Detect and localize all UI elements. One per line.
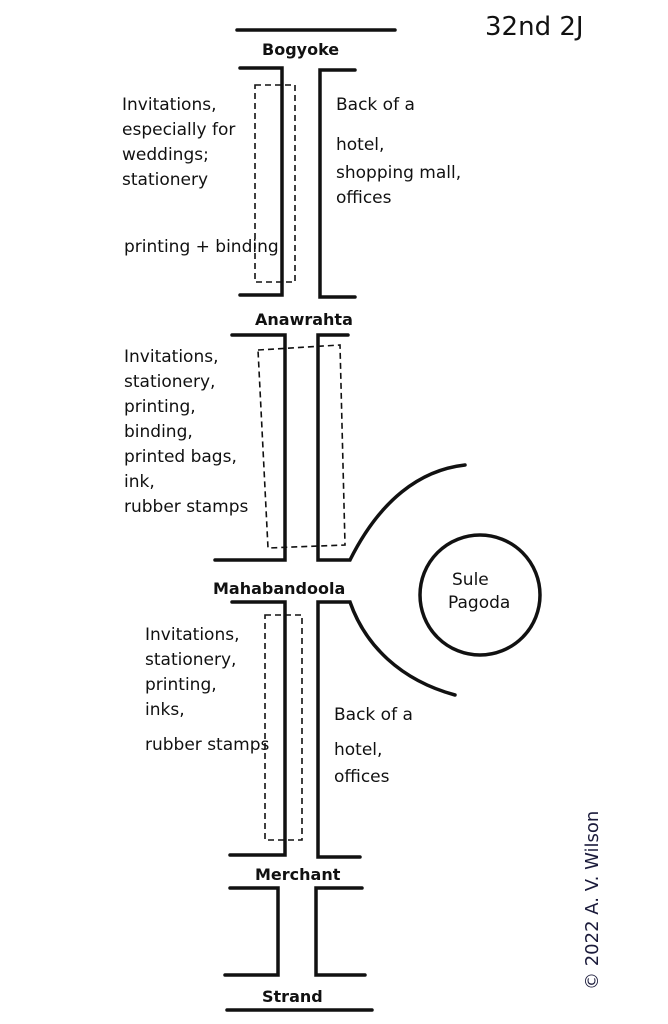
svg-text:Back of a: Back of a [334, 705, 413, 725]
signature: © 2022 A. V. Wilson [582, 811, 603, 990]
street-bogyoke: Bogyoke [262, 40, 339, 59]
svg-text:Back of a: Back of a [336, 95, 415, 115]
svg-text:binding,: binding, [124, 422, 193, 442]
block-3-right-label: Back of a hotel, offices [334, 705, 413, 787]
block-2-left-label: Invitations, stationery, printing, bindi… [124, 347, 248, 517]
landmark-line-2: Pagoda [448, 593, 510, 613]
landmark-line-1: Sule [452, 570, 489, 590]
svg-text:weddings;: weddings; [122, 145, 209, 165]
street-merchant: Merchant [255, 865, 341, 884]
svg-text:hotel,: hotel, [334, 740, 382, 760]
svg-text:Invitations,: Invitations, [122, 95, 216, 115]
svg-text:inks,: inks, [145, 700, 185, 720]
svg-text:stationery,: stationery, [145, 650, 236, 670]
svg-text:printing,: printing, [124, 397, 196, 417]
svg-text:offices: offices [334, 767, 390, 787]
shop-zones [254, 84, 346, 841]
svg-text:hotel,: hotel, [336, 135, 384, 155]
svg-text:offices: offices [336, 188, 392, 208]
svg-text:Invitations,: Invitations, [124, 347, 218, 367]
svg-text:stationery: stationery [122, 170, 208, 190]
street-strand: Strand [262, 987, 323, 1006]
block-1-right-label: Back of a hotel, shopping mall, offices [336, 95, 461, 208]
block-1-left-label: Invitations, especially for weddings; st… [122, 95, 279, 257]
street-anawrahta: Anawrahta [255, 310, 353, 329]
svg-text:printing,: printing, [145, 675, 217, 695]
svg-text:printing + binding: printing + binding [124, 237, 279, 257]
svg-text:printed bags,: printed bags, [124, 447, 237, 467]
street-mahabandoola: Mahabandoola [213, 579, 345, 598]
svg-text:rubber stamps: rubber stamps [145, 735, 269, 755]
svg-text:ink,: ink, [124, 472, 155, 492]
svg-text:stationery,: stationery, [124, 372, 215, 392]
street-outlines [213, 28, 467, 1012]
svg-text:especially for: especially for [122, 120, 235, 140]
svg-text:rubber stamps: rubber stamps [124, 497, 248, 517]
svg-text:Invitations,: Invitations, [145, 625, 239, 645]
map-title: 32nd 2J [485, 12, 584, 42]
block-3-left-label: Invitations, stationery, printing, inks,… [145, 625, 269, 755]
svg-text:shopping mall,: shopping mall, [336, 163, 461, 183]
sule-pagoda-circle [418, 533, 542, 657]
